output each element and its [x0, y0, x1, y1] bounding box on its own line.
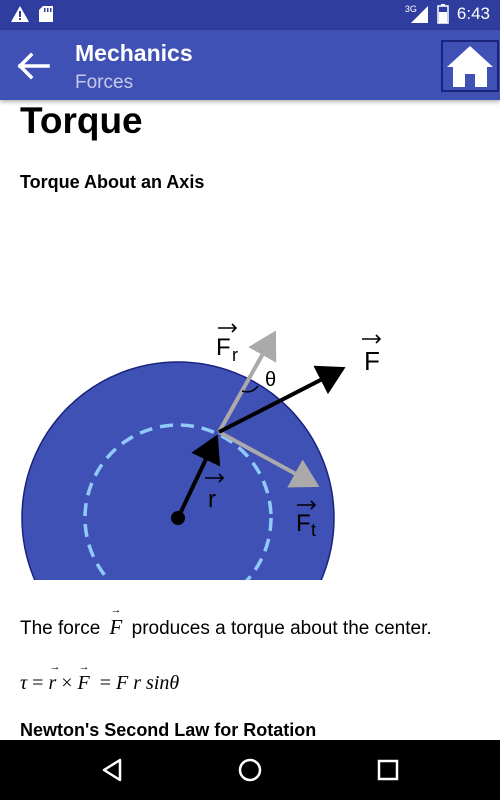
- arrow-left-icon: [17, 52, 50, 80]
- circle-home-icon: [238, 758, 262, 782]
- formula-vector-f: →F: [77, 661, 90, 694]
- status-notifications: [10, 5, 54, 23]
- label-f-t-sub: t: [311, 520, 316, 540]
- body-text: The force →F produces a torque about the…: [20, 604, 432, 640]
- sd-card-icon: [39, 6, 53, 22]
- body-prefix: The force: [20, 618, 101, 639]
- signal-icon: 3G: [404, 4, 429, 24]
- body-vector-f: →F: [109, 604, 123, 639]
- nav-home-button[interactable]: [235, 755, 265, 785]
- label-f: F: [362, 334, 382, 376]
- dashed-circle: [83, 423, 273, 580]
- app-bar: Mechanics Forces: [0, 30, 500, 100]
- formula-tau: τ: [20, 672, 28, 694]
- formula-f: F: [77, 672, 90, 694]
- rotating-disk: [21, 361, 335, 580]
- torque-diagram: F r θ F r F t: [21, 323, 382, 580]
- nav-back-button[interactable]: [97, 755, 127, 785]
- formula-r: r: [48, 672, 57, 694]
- label-f-t-main: F: [296, 510, 311, 537]
- battery-icon: [437, 4, 449, 24]
- app-subtitle: Forces: [75, 72, 134, 93]
- formula-vector-r: →r: [48, 661, 61, 694]
- status-system: 3G 6:43: [404, 4, 490, 24]
- label-r: r: [205, 473, 225, 513]
- label-f-t: F t: [296, 500, 317, 540]
- label-theta: θ: [265, 369, 276, 391]
- label-r-main: r: [208, 486, 216, 513]
- body-symbol: F: [109, 615, 123, 639]
- content-area: Torque Torque About an Axis F r θ F: [0, 100, 500, 740]
- status-time: 6:43: [456, 4, 490, 23]
- label-f-r: F r: [216, 323, 238, 365]
- r-vector-arrow: [176, 434, 221, 519]
- formula-times: ×: [56, 672, 78, 694]
- section-heading: Torque About an Axis: [20, 172, 205, 192]
- label-f-main: F: [364, 346, 380, 376]
- status-bar: 3G 6:43: [0, 0, 500, 30]
- back-button[interactable]: [14, 46, 54, 86]
- square-recent-icon: [377, 759, 399, 781]
- body-suffix: produces a torque about the center.: [131, 618, 432, 639]
- home-button[interactable]: [441, 40, 499, 92]
- f-tangential-arrow: [218, 430, 320, 488]
- system-nav-bar: [0, 740, 500, 800]
- formula-eq2: =: [89, 672, 117, 694]
- theta-arc: [241, 385, 259, 393]
- network-type: 3G: [404, 4, 417, 14]
- torque-formula: τ = →r × →F = F r sinθ: [20, 661, 180, 695]
- home-icon: [447, 46, 493, 87]
- f-vector-arrow: [218, 365, 346, 434]
- formula-eq1: =: [27, 672, 49, 694]
- page-title: Torque: [20, 100, 143, 141]
- label-f-r-sub: r: [232, 345, 238, 365]
- f-radial-arrow: [217, 330, 277, 433]
- warning-icon: [11, 6, 29, 22]
- triangle-back-icon: [102, 758, 122, 782]
- app-title: Mechanics: [75, 40, 193, 66]
- formula-rhs: F r sinθ: [116, 672, 180, 694]
- nav-recent-button[interactable]: [373, 755, 403, 785]
- label-f-r-main: F: [216, 334, 231, 361]
- next-section-heading: Newton's Second Law for Rotation: [20, 720, 317, 740]
